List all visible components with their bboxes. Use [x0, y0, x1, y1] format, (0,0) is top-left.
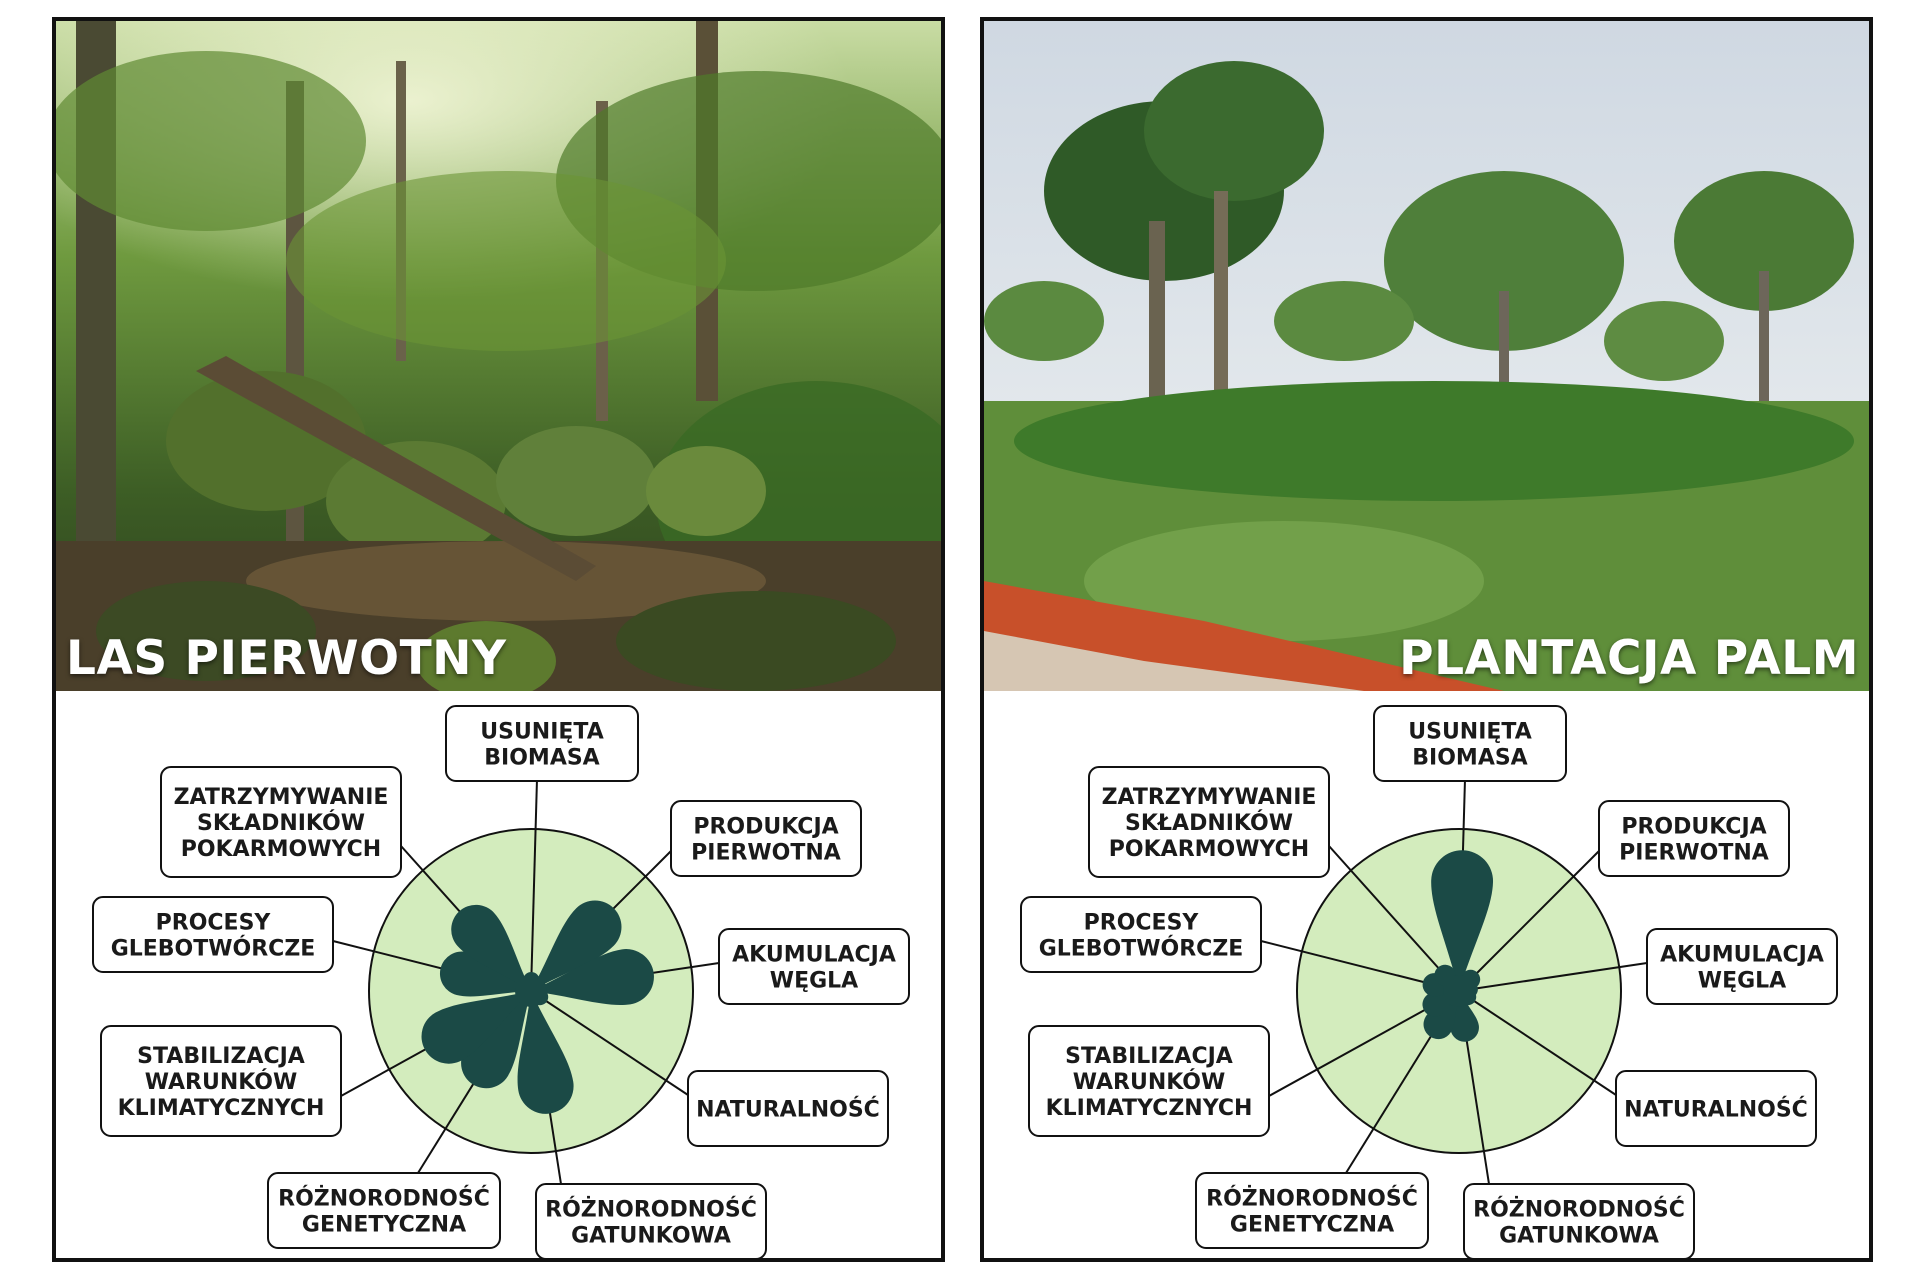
- label-zatrzymywanie_skladnikow: SKŁADNIKÓW: [1125, 810, 1293, 836]
- label-zatrzymywanie_skladnikow: ZATRZYMYWANIE: [1102, 785, 1317, 810]
- label-box-stabilizacja_warunkow: [1028, 1025, 1270, 1137]
- label-box-stabilizacja_warunkow: [100, 1025, 342, 1137]
- label-roznorodnosc_gatunkowa: GATUNKOWA: [1499, 1224, 1659, 1249]
- petal-produkcja_pierwotna: [531, 900, 622, 991]
- connector-line: [1328, 845, 1460, 992]
- label-box-produkcja_pierwotna: [670, 800, 862, 877]
- label-stabilizacja_warunkow: KLIMATYCZNYCH: [118, 1096, 325, 1121]
- label-roznorodnosc_gatunkowa: RÓŻNORODNOŚĆ: [1473, 1197, 1685, 1223]
- label-zatrzymywanie_skladnikow: POKARMOWYCH: [1109, 837, 1309, 862]
- petal-center: [1443, 975, 1475, 1007]
- label-produkcja_pierwotna: PRODUKCJA: [1621, 815, 1766, 840]
- petal-roznorodnosc_genetyczna: [461, 991, 531, 1089]
- label-box-roznorodnosc_genetyczna: [267, 1172, 501, 1249]
- label-box-naturalnosc: [1615, 1070, 1817, 1147]
- label-box-usunieta_biomasa: [1373, 705, 1567, 782]
- label-box-roznorodnosc_gatunkowa: [1463, 1183, 1695, 1258]
- label-akumulacja_wegla: WĘGLA: [770, 969, 858, 994]
- label-stabilizacja_warunkow: KLIMATYCZNYCH: [1046, 1096, 1253, 1121]
- label-procesy_glebotworcze: GLEBOTWÓRCZE: [111, 936, 316, 962]
- label-produkcja_pierwotna: PIERWOTNA: [691, 841, 841, 866]
- label-roznorodnosc_genetyczna: GENETYCZNA: [302, 1213, 466, 1238]
- petal-stabilizacja_warunkow: [421, 991, 531, 1064]
- label-box-zatrzymywanie_skladnikow: [160, 766, 402, 878]
- label-procesy_glebotworcze: GLEBOTWÓRCZE: [1039, 936, 1244, 962]
- label-box-akumulacja_wegla: [1646, 928, 1838, 1005]
- label-box-roznorodnosc_genetyczna: [1195, 1172, 1429, 1249]
- label-box-produkcja_pierwotna: [1598, 800, 1790, 877]
- petal-center: [515, 975, 547, 1007]
- petal-procesy_glebotworcze: [440, 951, 531, 997]
- connector-line: [1458, 962, 1648, 992]
- label-box-akumulacja_wegla: [718, 928, 910, 1005]
- connector-line: [530, 778, 538, 992]
- label-stabilizacja_warunkow: WARUNKÓW: [145, 1069, 298, 1095]
- label-box-roznorodnosc_gatunkowa: [535, 1183, 767, 1258]
- label-stabilizacja_warunkow: STABILIZACJA: [1065, 1044, 1233, 1069]
- label-box-zatrzymywanie_skladnikow: [1088, 766, 1330, 878]
- petal-group: [421, 900, 654, 1114]
- label-produkcja_pierwotna: PIERWOTNA: [1619, 841, 1769, 866]
- label-zatrzymywanie_skladnikow: SKŁADNIKÓW: [197, 810, 365, 836]
- label-usunieta_biomasa: BIOMASA: [1412, 746, 1527, 771]
- forest-photo: [56, 21, 941, 691]
- connector-line: [1458, 850, 1600, 992]
- label-box-procesy_glebotworcze: [92, 896, 334, 973]
- panel-title: PLANTACJA PALM: [1399, 631, 1859, 686]
- label-roznorodnosc_gatunkowa: RÓŻNORODNOŚĆ: [545, 1197, 757, 1223]
- label-usunieta_biomasa: BIOMASA: [484, 746, 599, 771]
- label-akumulacja_wegla: AKUMULACJA: [732, 943, 896, 968]
- label-roznorodnosc_gatunkowa: GATUNKOWA: [571, 1224, 731, 1249]
- petal-usunieta_biomasa: [1431, 850, 1494, 991]
- connector-line: [530, 990, 689, 1096]
- label-naturalnosc: NATURALNOŚĆ: [1624, 1097, 1808, 1123]
- label-roznorodnosc_genetyczna: RÓŻNORODNOŚĆ: [278, 1186, 490, 1212]
- label-procesy_glebotworcze: PROCESY: [1084, 911, 1200, 936]
- label-box-naturalnosc: [687, 1070, 889, 1147]
- label-stabilizacja_warunkow: WARUNKÓW: [1073, 1069, 1226, 1095]
- label-usunieta_biomasa: USUNIĘTA: [480, 720, 604, 745]
- petal-zatrzymywanie_skladnikow: [451, 904, 531, 991]
- label-naturalnosc: NATURALNOŚĆ: [696, 1097, 880, 1123]
- label-box-usunieta_biomasa: [445, 705, 639, 782]
- label-roznorodnosc_genetyczna: GENETYCZNA: [1230, 1213, 1394, 1238]
- label-akumulacja_wegla: WĘGLA: [1698, 969, 1786, 994]
- label-usunieta_biomasa: USUNIĘTA: [1408, 720, 1532, 745]
- label-zatrzymywanie_skladnikow: ZATRZYMYWANIE: [174, 785, 389, 810]
- label-roznorodnosc_genetyczna: RÓŻNORODNOŚĆ: [1206, 1186, 1418, 1212]
- label-zatrzymywanie_skladnikow: POKARMOWYCH: [181, 837, 381, 862]
- petal-group: [1422, 850, 1494, 1042]
- plantation-photo: [984, 21, 1869, 691]
- label-procesy_glebotworcze: PROCESY: [156, 911, 272, 936]
- label-stabilizacja_warunkow: STABILIZACJA: [137, 1044, 305, 1069]
- connector-line: [1458, 990, 1617, 1096]
- panel-title: LAS PIERWOTNY: [66, 631, 507, 686]
- petal-akumulacja_wegla: [531, 949, 654, 1005]
- petal-roznorodnosc_gatunkowa: [517, 991, 574, 1114]
- label-akumulacja_wegla: AKUMULACJA: [1660, 943, 1824, 968]
- label-box-procesy_glebotworcze: [1020, 896, 1262, 973]
- label-produkcja_pierwotna: PRODUKCJA: [693, 815, 838, 840]
